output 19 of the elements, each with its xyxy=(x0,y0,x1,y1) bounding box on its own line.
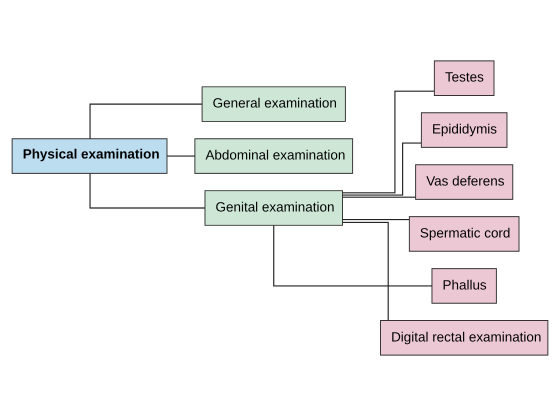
connector xyxy=(342,90,434,193)
node-box: Spermatic cord xyxy=(408,216,520,252)
node-box: Abdominal examination xyxy=(194,138,354,174)
node-box: Genital examination xyxy=(204,190,343,226)
node-box: General examination xyxy=(202,86,346,122)
connector xyxy=(342,221,389,320)
connector xyxy=(89,173,205,208)
node-box: Testes xyxy=(434,60,494,96)
connector xyxy=(167,154,195,156)
node-box: Physical examination xyxy=(12,138,168,174)
connector xyxy=(342,218,410,220)
connector xyxy=(273,225,432,286)
node-box: Vas deferens xyxy=(415,164,514,200)
node-box: Digital rectal examination xyxy=(380,320,548,356)
connector xyxy=(342,142,422,196)
connector xyxy=(342,196,416,198)
node-box: Phallus xyxy=(431,268,497,304)
connector xyxy=(89,103,202,138)
node-box: Epididymis xyxy=(420,112,508,148)
